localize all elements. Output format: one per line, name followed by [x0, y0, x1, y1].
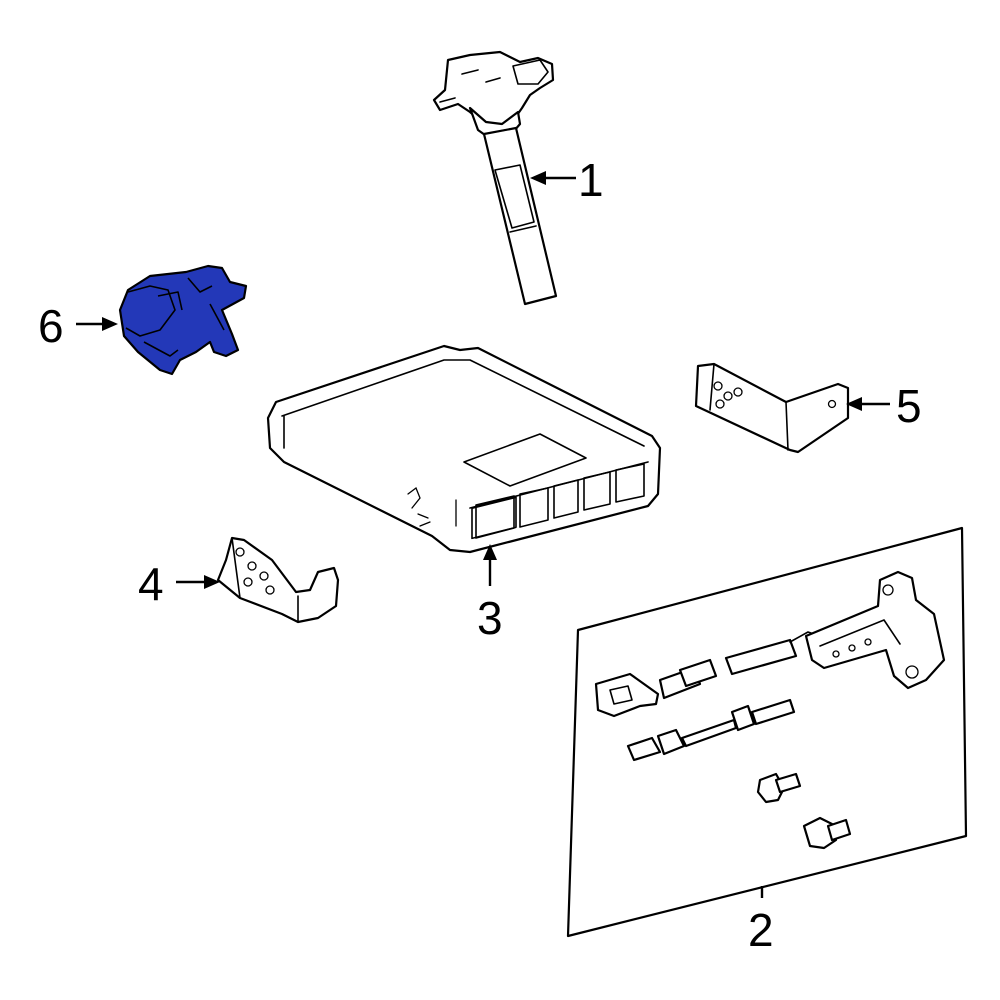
callout-5: 5: [846, 380, 922, 432]
left-bracket[interactable]: [216, 536, 340, 624]
callout-label-2: 2: [748, 904, 774, 956]
callout-1: 1: [530, 154, 604, 206]
callout-4: 4: [138, 558, 220, 610]
cover[interactable]: [118, 264, 248, 376]
right-bracket[interactable]: [694, 362, 850, 454]
kit-rod: [626, 698, 796, 762]
callout-label-6: 6: [38, 300, 64, 352]
kit-plug: [802, 816, 852, 850]
callout-label-3: 3: [477, 592, 503, 644]
kit-bolt: [756, 772, 802, 804]
engine-control-module[interactable]: [266, 344, 662, 554]
kit-coil-head: [804, 570, 946, 690]
ignition-coil[interactable]: [432, 50, 558, 306]
callout-label-5: 5: [896, 380, 922, 432]
callout-label-1: 1: [578, 154, 604, 206]
callout-3: 3: [477, 544, 503, 644]
callout-label-4: 4: [138, 558, 164, 610]
kit-connector: [594, 658, 718, 718]
callout-2: 2: [748, 886, 774, 956]
callout-6: 6: [38, 300, 118, 352]
ignition-kit-board[interactable]: [566, 526, 968, 938]
